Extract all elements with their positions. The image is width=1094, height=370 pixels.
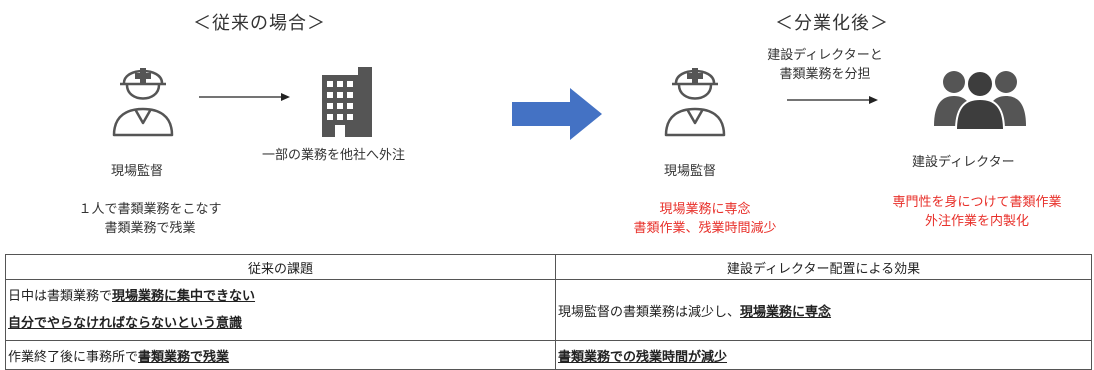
row1-effect-bold: 現場業務に専念 xyxy=(740,304,832,320)
row2-effect-bold: 書類業務での残業時間が減少 xyxy=(558,349,728,365)
row2-issue-cell: 作業終了後に事務所で書類業務で残業 xyxy=(5,340,556,370)
worker-label-right: 現場監督 xyxy=(664,164,717,179)
worker-desc-line-1: 現場業務に専念 xyxy=(659,202,751,217)
row2-issue-plain: 作業終了後に事務所で xyxy=(8,349,139,365)
header-issues: 従来の課題 xyxy=(5,254,556,280)
director-desc-line-2: 外注作業を内製化 xyxy=(924,214,1029,229)
group-people-icon xyxy=(934,66,1026,130)
row1-issue-bold: 現場業務に集中できない xyxy=(112,289,256,304)
left-description: １人で書類業務をこなす 書類業務で残業 xyxy=(40,200,260,238)
table-row: 作業終了後に事務所で書類業務で残業 書類業務での残業時間が減少 xyxy=(5,340,1092,370)
director-label: 建設ディレクター xyxy=(912,155,1015,170)
flow-arrow-left xyxy=(199,88,291,107)
row1-effect-cell: 現場監督の書類業務は減少し、現場業務に専念 xyxy=(555,279,1092,341)
flow-arrow-right xyxy=(787,91,879,110)
office-building-icon xyxy=(322,67,372,137)
worker-helmet-icon xyxy=(662,57,728,137)
director-effect-description: 専門性を身につけて書類作業 外注作業を内製化 xyxy=(862,193,1092,231)
comparison-table: 従来の課題 建設ディレクター配置による効果 日中は書類業務で現場業務に集中できな… xyxy=(5,254,1092,370)
left-heading: ＜従来の場合＞ xyxy=(193,13,326,34)
worker-helmet-icon xyxy=(110,57,176,137)
worker-effect-description: 現場業務に専念 書類作業、残業時間減少 xyxy=(595,200,815,238)
worker-desc-line-2: 書類作業、残業時間減少 xyxy=(633,221,777,236)
share-caption: 建設ディレクターと 書類業務を分担 xyxy=(750,46,900,84)
row1-issue-line-b: 自分でやらなければならないという意識 xyxy=(8,310,553,337)
share-line-2: 書類業務を分担 xyxy=(779,67,871,82)
right-heading: ＜分業化後＞ xyxy=(775,13,889,34)
header-effects: 建設ディレクター配置による効果 xyxy=(555,254,1092,280)
worker-label-left: 現場監督 xyxy=(111,164,164,179)
row2-effect-cell: 書類業務での残業時間が減少 xyxy=(555,340,1092,370)
row1-effect-plain: 現場監督の書類業務は減少し、 xyxy=(558,304,741,320)
table-row: 日中は書類業務で現場業務に集中できない 自分でやらなければならないという意識 現… xyxy=(5,279,1092,341)
director-desc-line-1: 専門性を身につけて書類作業 xyxy=(892,195,1062,210)
row1-issue-cell: 日中は書類業務で現場業務に集中できない 自分でやらなければならないという意識 xyxy=(5,279,556,341)
row1-issue-line-a: 日中は書類業務で現場業務に集中できない xyxy=(8,283,553,310)
transition-arrow xyxy=(512,88,602,144)
row2-issue-bold: 書類業務で残業 xyxy=(138,349,230,365)
left-desc-line-1: １人で書類業務をこなす xyxy=(78,202,222,217)
left-desc-line-2: 書類業務で残業 xyxy=(104,221,196,236)
row1-issue-plain: 日中は書類業務で xyxy=(8,289,113,304)
share-line-1: 建設ディレクターと xyxy=(767,48,883,63)
table-header-row: 従来の課題 建設ディレクター配置による効果 xyxy=(5,254,1092,280)
outsource-label: 一部の業務を他社へ外注 xyxy=(262,148,406,163)
row1-issue-bold-b: 自分でやらなければならないという意識 xyxy=(8,316,243,331)
